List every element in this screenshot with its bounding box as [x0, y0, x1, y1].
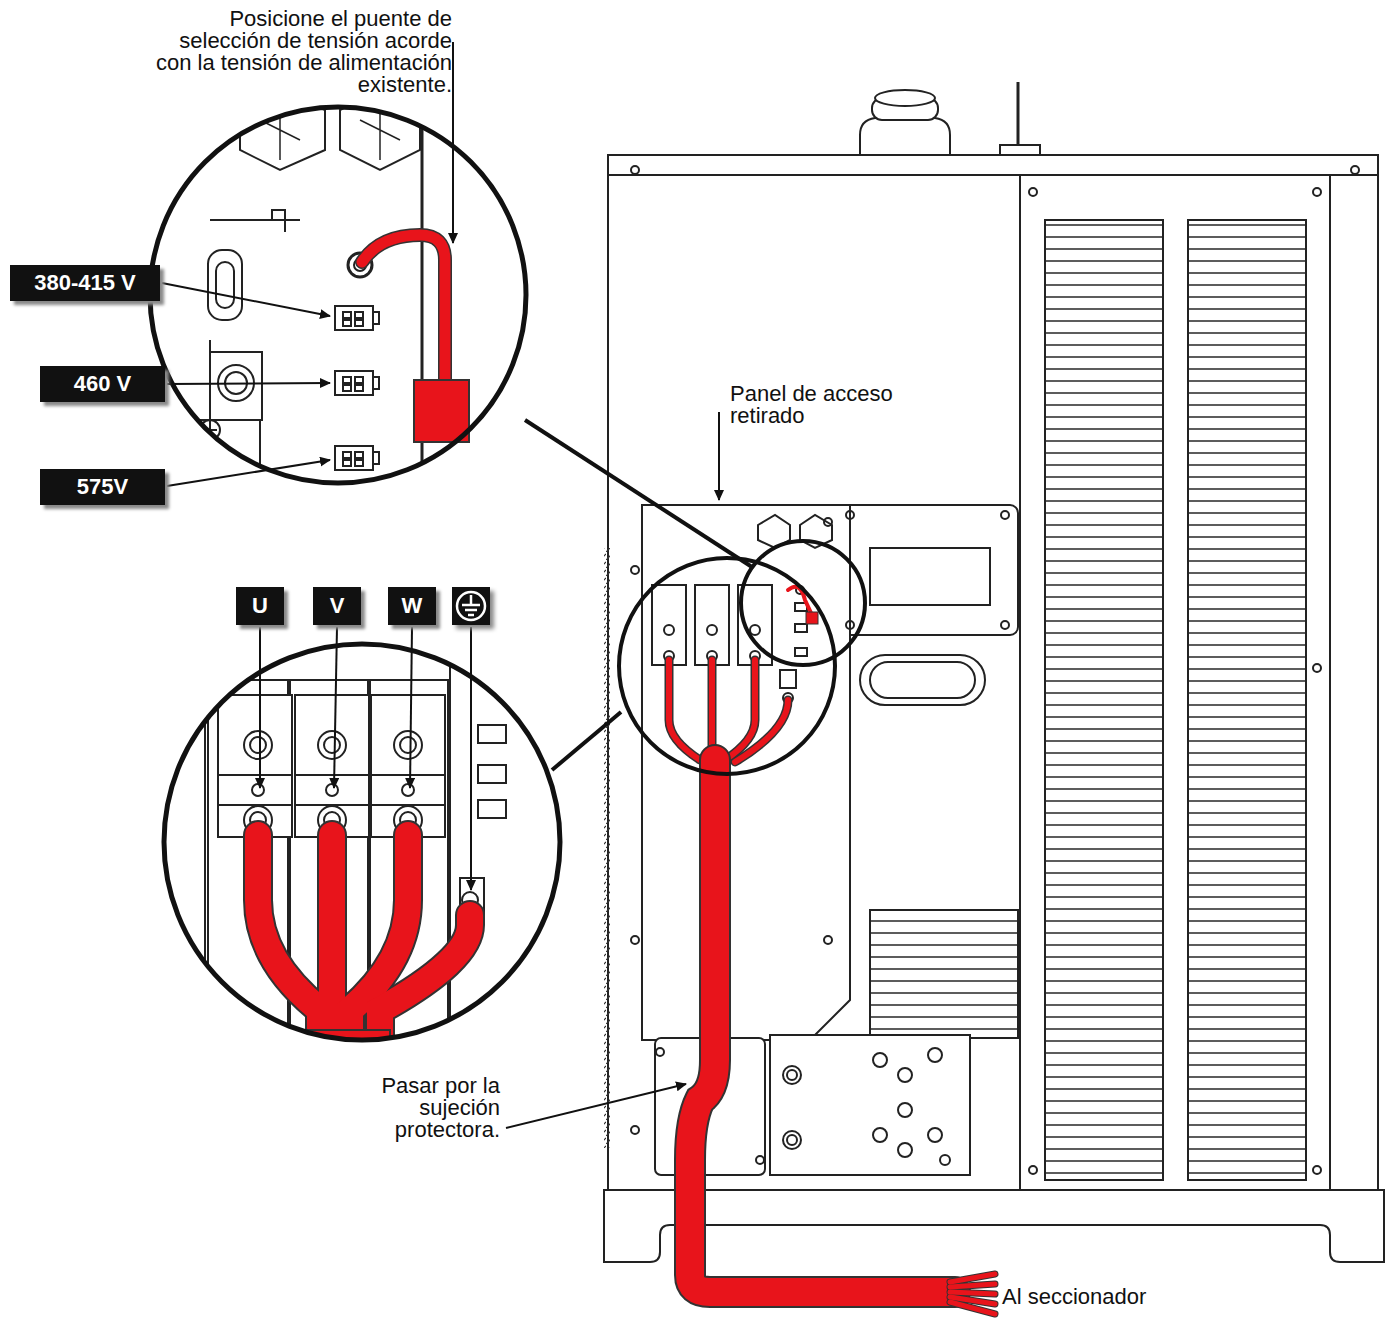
label-box: 460 V: [40, 366, 165, 402]
destination-note: Al seccionador: [1002, 1286, 1202, 1308]
box-text: W: [402, 594, 423, 618]
box-text: 460 V: [74, 372, 132, 396]
clamp-note: Pasar por la sujeción protectora.: [330, 1075, 500, 1141]
label-box: 380-415 V: [10, 265, 160, 301]
label-box: U: [236, 587, 284, 625]
box-text: V: [330, 594, 345, 618]
box-text: 380-415 V: [34, 271, 136, 295]
terminal-block-zoom: [164, 587, 560, 1060]
label-box: V: [313, 587, 361, 625]
label-box: 575V: [40, 469, 165, 505]
leader-line: [506, 412, 719, 1128]
panel-note: Panel de acceso retirado: [730, 383, 950, 427]
instruction-note: Posicione el puente de selección de tens…: [152, 8, 452, 96]
zoom-lens: [525, 420, 865, 774]
box-text: U: [252, 594, 268, 618]
voltage-jumper-zoom: [150, 42, 526, 500]
label-box: W: [388, 587, 436, 625]
box-text: 575V: [77, 475, 128, 499]
ground-symbol: [452, 587, 490, 625]
